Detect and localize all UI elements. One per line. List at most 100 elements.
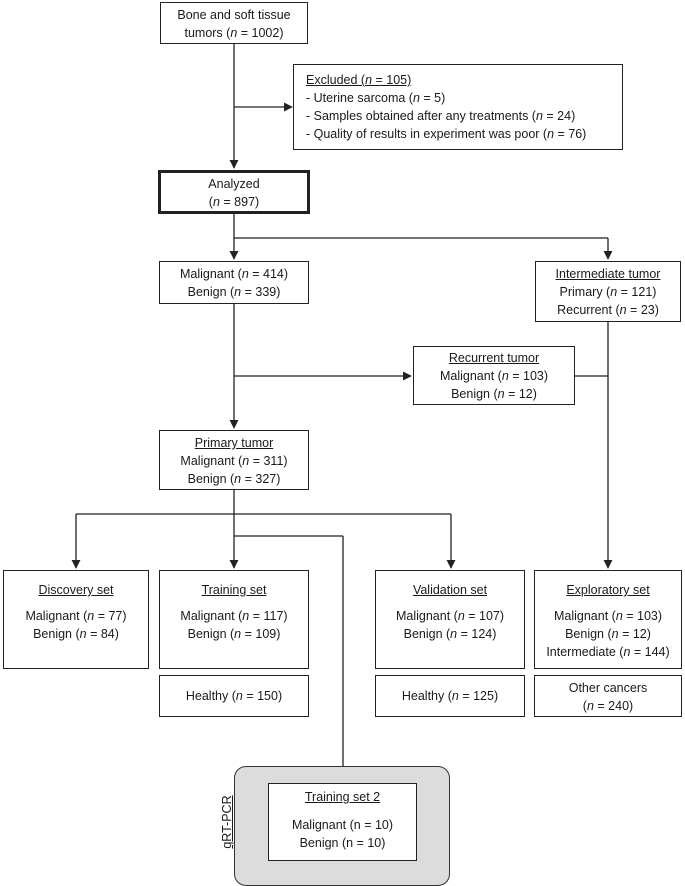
label: Healthy ( bbox=[185, 689, 236, 703]
n-symbol: n bbox=[241, 267, 249, 281]
validation-title: Validation set bbox=[412, 583, 488, 597]
excluded-title-prefix: Excluded ( bbox=[306, 73, 366, 87]
label: Malignant ( bbox=[395, 609, 458, 623]
benign-line: Benign (n = 124) bbox=[376, 625, 524, 643]
n-symbol: n bbox=[234, 627, 242, 641]
source-count: = 1002) bbox=[237, 26, 284, 40]
analyzed-prefix: ( bbox=[208, 195, 213, 209]
label: Benign ( bbox=[403, 627, 451, 641]
count: = 12) bbox=[504, 387, 537, 401]
recurrent-line: Recurrent (n = 23) bbox=[536, 301, 680, 319]
count: = 117) bbox=[249, 609, 288, 623]
count: = 311) bbox=[249, 454, 288, 468]
n-symbol: n bbox=[457, 609, 465, 623]
intermediate-title: Intermediate tumor bbox=[555, 267, 661, 281]
n-symbol: n bbox=[450, 627, 458, 641]
primary-tumor-box: Primary tumor Malignant (n = 311) Benign… bbox=[159, 430, 309, 490]
healthy-validation-box: Healthy (n = 125) bbox=[375, 675, 525, 717]
excluded-item-count: = 24) bbox=[542, 109, 576, 123]
intermediate-line: Intermediate (n = 144) bbox=[535, 643, 681, 661]
excluded-count: = 105) bbox=[372, 73, 412, 87]
n-symbol: n bbox=[79, 627, 87, 641]
n-symbol: n bbox=[547, 127, 555, 141]
count: = 103) bbox=[508, 369, 549, 383]
n-symbol: n bbox=[412, 91, 420, 105]
n-symbol: n bbox=[586, 699, 594, 713]
recurrent-title: Recurrent tumor bbox=[448, 351, 540, 365]
n-symbol: n bbox=[535, 109, 543, 123]
benign-line: Benign (n = 10) bbox=[299, 836, 386, 850]
analyzed-box: Analyzed (n = 897) bbox=[158, 170, 310, 214]
malignant-line: Malignant (n = 103) bbox=[414, 367, 574, 385]
n-symbol: n bbox=[610, 285, 618, 299]
qrtpcr-label: qRT-PCR bbox=[220, 795, 234, 849]
label: ( bbox=[582, 699, 587, 713]
count: = 414) bbox=[248, 267, 289, 281]
primary-title: Primary tumor bbox=[194, 436, 274, 450]
count: = 103) bbox=[622, 609, 663, 623]
benign-line: Benign (n = 84) bbox=[4, 625, 148, 643]
count: = 77) bbox=[94, 609, 127, 623]
label: Benign ( bbox=[187, 285, 235, 299]
excluded-item-count: = 5) bbox=[419, 91, 446, 105]
healthy-line: Healthy (n = 125) bbox=[376, 687, 524, 705]
n-symbol: n bbox=[501, 369, 509, 383]
benign-line: Benign (n = 12) bbox=[414, 385, 574, 403]
count: = 150) bbox=[242, 689, 283, 703]
n-symbol: n bbox=[615, 609, 623, 623]
n-symbol: n bbox=[619, 303, 627, 317]
exploratory-title: Exploratory set bbox=[566, 583, 650, 597]
label: Benign ( bbox=[451, 387, 498, 401]
discovery-set-box: Discovery set Malignant (n = 77) Benign … bbox=[3, 570, 149, 669]
label: Intermediate ( bbox=[546, 645, 624, 659]
malignant-line: Malignant (n = 107) bbox=[376, 607, 524, 625]
source-line2-prefix: tumors ( bbox=[184, 26, 231, 40]
malignant-benign-box: Malignant (n = 414) Benign (n = 339) bbox=[159, 261, 309, 304]
n-symbol: n bbox=[242, 609, 250, 623]
benign-line: Benign (n = 327) bbox=[160, 470, 308, 488]
other-cancers-box: Other cancers (n = 240) bbox=[534, 675, 682, 717]
other-cancers-title: Other cancers bbox=[568, 681, 648, 695]
training-title: Training set bbox=[201, 583, 267, 597]
n-symbol: n bbox=[234, 285, 242, 299]
count: = 124) bbox=[457, 627, 497, 641]
malignant-line: Malignant (n = 311) bbox=[160, 452, 308, 470]
count: = 327) bbox=[241, 472, 281, 486]
malignant-line: Malignant (n = 10) bbox=[291, 818, 394, 832]
source-line1: Bone and soft tissue bbox=[177, 8, 291, 22]
label: Benign ( bbox=[187, 472, 235, 486]
label: Benign ( bbox=[187, 627, 235, 641]
label: Malignant ( bbox=[25, 609, 88, 623]
label: Primary ( bbox=[559, 285, 611, 299]
primary-line: Primary (n = 121) bbox=[536, 283, 680, 301]
count: = 339) bbox=[241, 285, 281, 299]
excluded-item-count: = 76) bbox=[554, 127, 587, 141]
healthy-training-box: Healthy (n = 150) bbox=[159, 675, 309, 717]
training-set-2-box: Training set 2 Malignant (n = 10) Benign… bbox=[268, 783, 417, 861]
n-symbol: n bbox=[87, 609, 95, 623]
discovery-title: Discovery set bbox=[38, 583, 114, 597]
exploratory-set-box: Exploratory set Malignant (n = 103) Beni… bbox=[534, 570, 682, 669]
analyzed-title: Analyzed bbox=[208, 177, 260, 191]
training2-title: Training set 2 bbox=[304, 790, 381, 804]
benign-line: Benign (n = 109) bbox=[160, 625, 308, 643]
label: Benign ( bbox=[33, 627, 80, 641]
benign-line: Benign (n = 12) bbox=[535, 625, 681, 643]
source-box: Bone and soft tissue tumors (n = 1002) bbox=[160, 2, 308, 44]
other-cancers-count-line: (n = 240) bbox=[535, 697, 681, 715]
label: Malignant ( bbox=[180, 454, 243, 468]
count: = 107) bbox=[464, 609, 505, 623]
excluded-item-quality: - Quality of results in experiment was p… bbox=[306, 125, 622, 143]
label: Malignant ( bbox=[180, 609, 243, 623]
source-n-symbol: n bbox=[230, 26, 238, 40]
count: = 144) bbox=[630, 645, 670, 659]
healthy-line: Healthy (n = 150) bbox=[160, 687, 308, 705]
excluded-item-label: - Samples obtained after any treatments … bbox=[306, 109, 536, 123]
n-symbol: n bbox=[611, 627, 619, 641]
label: Benign ( bbox=[565, 627, 612, 641]
n-symbol: n bbox=[497, 387, 505, 401]
count: = 121) bbox=[617, 285, 657, 299]
excluded-item-label: - Quality of results in experiment was p… bbox=[306, 127, 548, 141]
n-symbol: n bbox=[212, 195, 220, 209]
recurrent-tumor-box: Recurrent tumor Malignant (n = 103) Beni… bbox=[413, 346, 575, 405]
